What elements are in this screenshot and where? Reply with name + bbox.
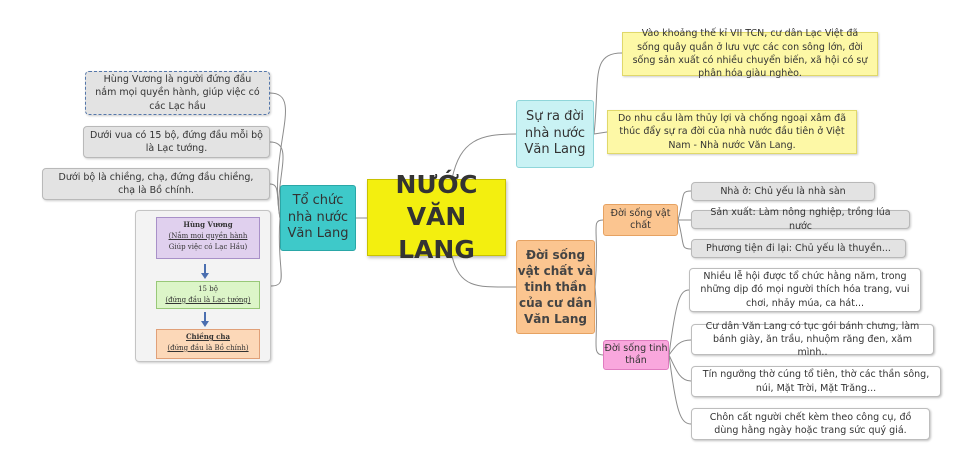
- connector-central-origin: [451, 133, 517, 180]
- connector-left-item3: [269, 183, 281, 219]
- spiritual-item-customs[interactable]: Cư dân Văn Lang có tục gói bánh chưng, l…: [691, 321, 934, 358]
- connector-left-item2: [269, 141, 284, 219]
- organization-item-ministries[interactable]: Dưới vua có 15 bộ, đứng đầu mỗi bộ là Lạ…: [83, 126, 270, 158]
- spiritual-item-festivals[interactable]: Nhiều lễ hội được tổ chức hằng năm, tron…: [689, 268, 921, 312]
- sub-branch-spiritual[interactable]: Đời sống tinh thần: [603, 340, 669, 370]
- spiritual-item-beliefs[interactable]: Tín ngưỡng thờ cúng tổ tiên, thờ các thầ…: [691, 366, 941, 397]
- arrow-down-icon: [201, 312, 209, 327]
- branch-organization[interactable]: Tổ chức nhà nước Văn Lang: [280, 185, 356, 251]
- org-level-villages: Chiềng chạ (đứng đầu là Bồ chính): [156, 329, 260, 359]
- spiritual-item-burial[interactable]: Chôn cất người chết kèm theo công cụ, đồ…: [691, 408, 930, 440]
- branch-origin-title: Sự ra đời nhà nước Văn Lang: [524, 108, 586, 158]
- branch-organization-title: Tổ chức nhà nước Văn Lang: [287, 192, 349, 242]
- connector-material-item3: [677, 219, 692, 250]
- connector-spiritual-item3: [668, 354, 692, 382]
- organization-item-king[interactable]: Hùng Vương là người đứng đầu nắm mọi quy…: [85, 71, 270, 115]
- org-level-ministries: 15 bộ (đứng đầu là Lạc tướng): [156, 281, 260, 309]
- branch-life-title: Đời sống vật chất và tinh thần của cư dâ…: [517, 247, 594, 327]
- sub-branch-material[interactable]: Đời sống vật chất: [603, 204, 678, 236]
- connector-origin-item1: [593, 52, 623, 135]
- material-item-transport[interactable]: Phương tiện đi lại: Chủ yếu là thuyền...: [691, 239, 906, 258]
- origin-item-settlement[interactable]: Vào khoảng thế kỉ VII TCN, cư dân Lạc Vi…: [622, 28, 878, 79]
- connector-spiritual-item1: [668, 289, 690, 356]
- connector-left-org: [270, 217, 282, 287]
- connector-spiritual-item2: [668, 339, 692, 356]
- branch-life[interactable]: Đời sống vật chất và tinh thần của cư dâ…: [516, 240, 595, 334]
- arrow-down-icon: [201, 264, 209, 279]
- material-item-production[interactable]: Sản xuất: Làm nông nghiệp, trồng lúa nướ…: [691, 207, 910, 232]
- organization-item-villages[interactable]: Dưới bộ là chiềng, chạ, đứng đầu chiềng,…: [42, 168, 270, 200]
- origin-item-irrigation[interactable]: Do nhu cầu làm thủy lợi và chống ngoại x…: [607, 110, 857, 154]
- organization-chart[interactable]: Hùng Vương (Nắm mọi quyền hành Giúp việc…: [135, 210, 271, 362]
- connector-origin-item2: [593, 131, 608, 135]
- org-level-king: Hùng Vương (Nắm mọi quyền hành Giúp việc…: [156, 217, 260, 259]
- central-topic[interactable]: NƯỚC VĂN LANG: [367, 170, 506, 264]
- material-item-housing[interactable]: Nhà ở: Chủ yếu là nhà sàn: [691, 182, 875, 201]
- central-title: NƯỚC VĂN LANG: [395, 169, 478, 264]
- connector-life-material: [594, 219, 604, 288]
- connector-material-item1: [677, 190, 692, 221]
- branch-origin[interactable]: Sự ra đời nhà nước Văn Lang: [516, 100, 594, 168]
- connector-life-spiritual: [594, 286, 604, 356]
- connector-spiritual-item4: [668, 354, 692, 425]
- connector-central-life: [451, 255, 517, 288]
